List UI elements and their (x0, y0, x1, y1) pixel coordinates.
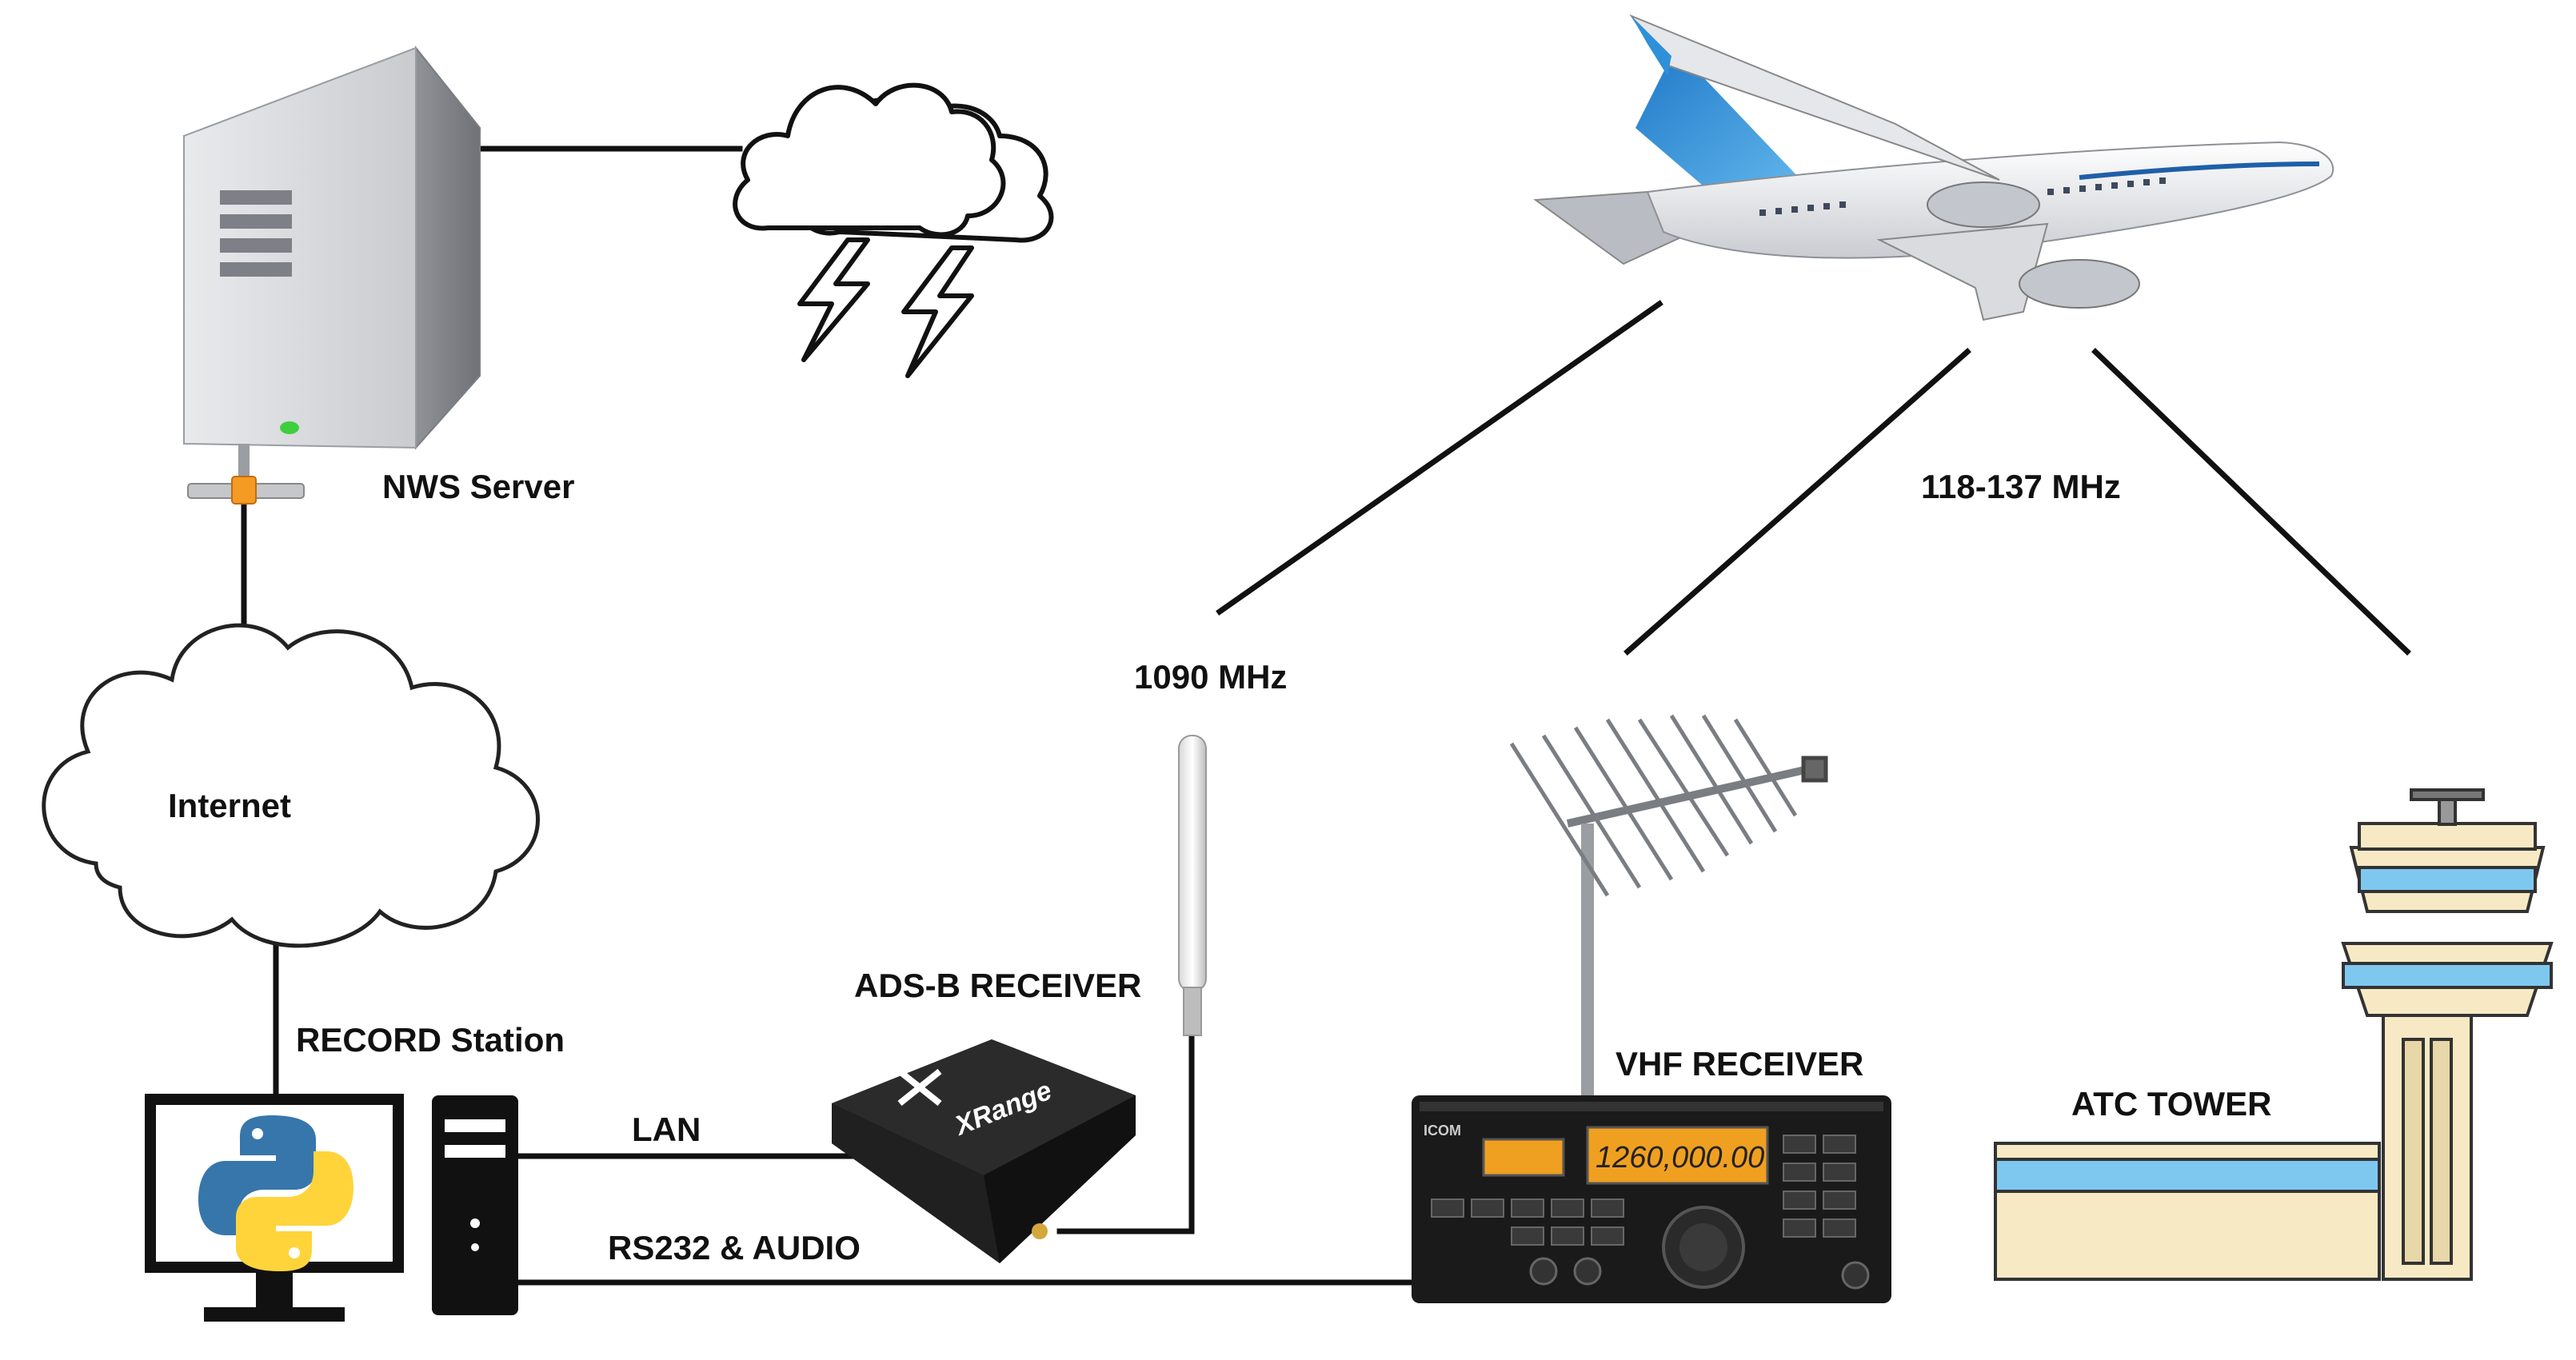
vhf-tower-link (2091, 348, 2411, 656)
adsb-radio-link (1216, 300, 1663, 616)
freq-1090-label: 1090 MHz (1134, 658, 1288, 696)
radio-brand: ICOM (1424, 1123, 1461, 1139)
cloud-icon (42, 623, 540, 948)
plane-tail-fin (1635, 48, 1831, 212)
connection-lines (241, 146, 2411, 1286)
airplane-icon (1533, 14, 2334, 321)
python-monitor-icon (145, 1094, 404, 1322)
nws-server-label: NWS Server (382, 468, 575, 505)
server-icon (182, 46, 481, 505)
atc-tower-icon (1994, 788, 2554, 1281)
radio-display-freq: 1260,000.00 (1596, 1141, 1764, 1175)
radio-display (1586, 1126, 1769, 1185)
python-logo (198, 1115, 353, 1271)
server-led (280, 421, 299, 434)
rs232-audio-label: RS232 & AUDIO (608, 1229, 861, 1266)
pc-tower-icon (432, 1095, 518, 1315)
vhf-radio-icon: 1260,000.00 ICOM (1412, 1095, 1891, 1303)
antenna-cable (1056, 1028, 1195, 1234)
internet-label: Internet (168, 787, 292, 824)
thunderstorm-cloud-icon (733, 82, 1054, 378)
adsb-receiver-icon: XRange (832, 1039, 1136, 1263)
freq-vhf-label: 118-137 MHz (1921, 468, 2121, 505)
adsb-receiver-label: ADS-B RECEIVER (854, 967, 1142, 1004)
whip-antenna-icon (1178, 735, 1207, 1036)
vhf-radio-link (1623, 348, 1971, 656)
vhf-receiver-label: VHF RECEIVER (1615, 1045, 1864, 1083)
network-connector (231, 476, 257, 505)
record-station-label: RECORD Station (296, 1021, 565, 1059)
yagi-antenna-icon (1509, 714, 1828, 1103)
atc-tower-label: ATC TOWER (2071, 1085, 2272, 1123)
lan-label: LAN (632, 1111, 701, 1148)
